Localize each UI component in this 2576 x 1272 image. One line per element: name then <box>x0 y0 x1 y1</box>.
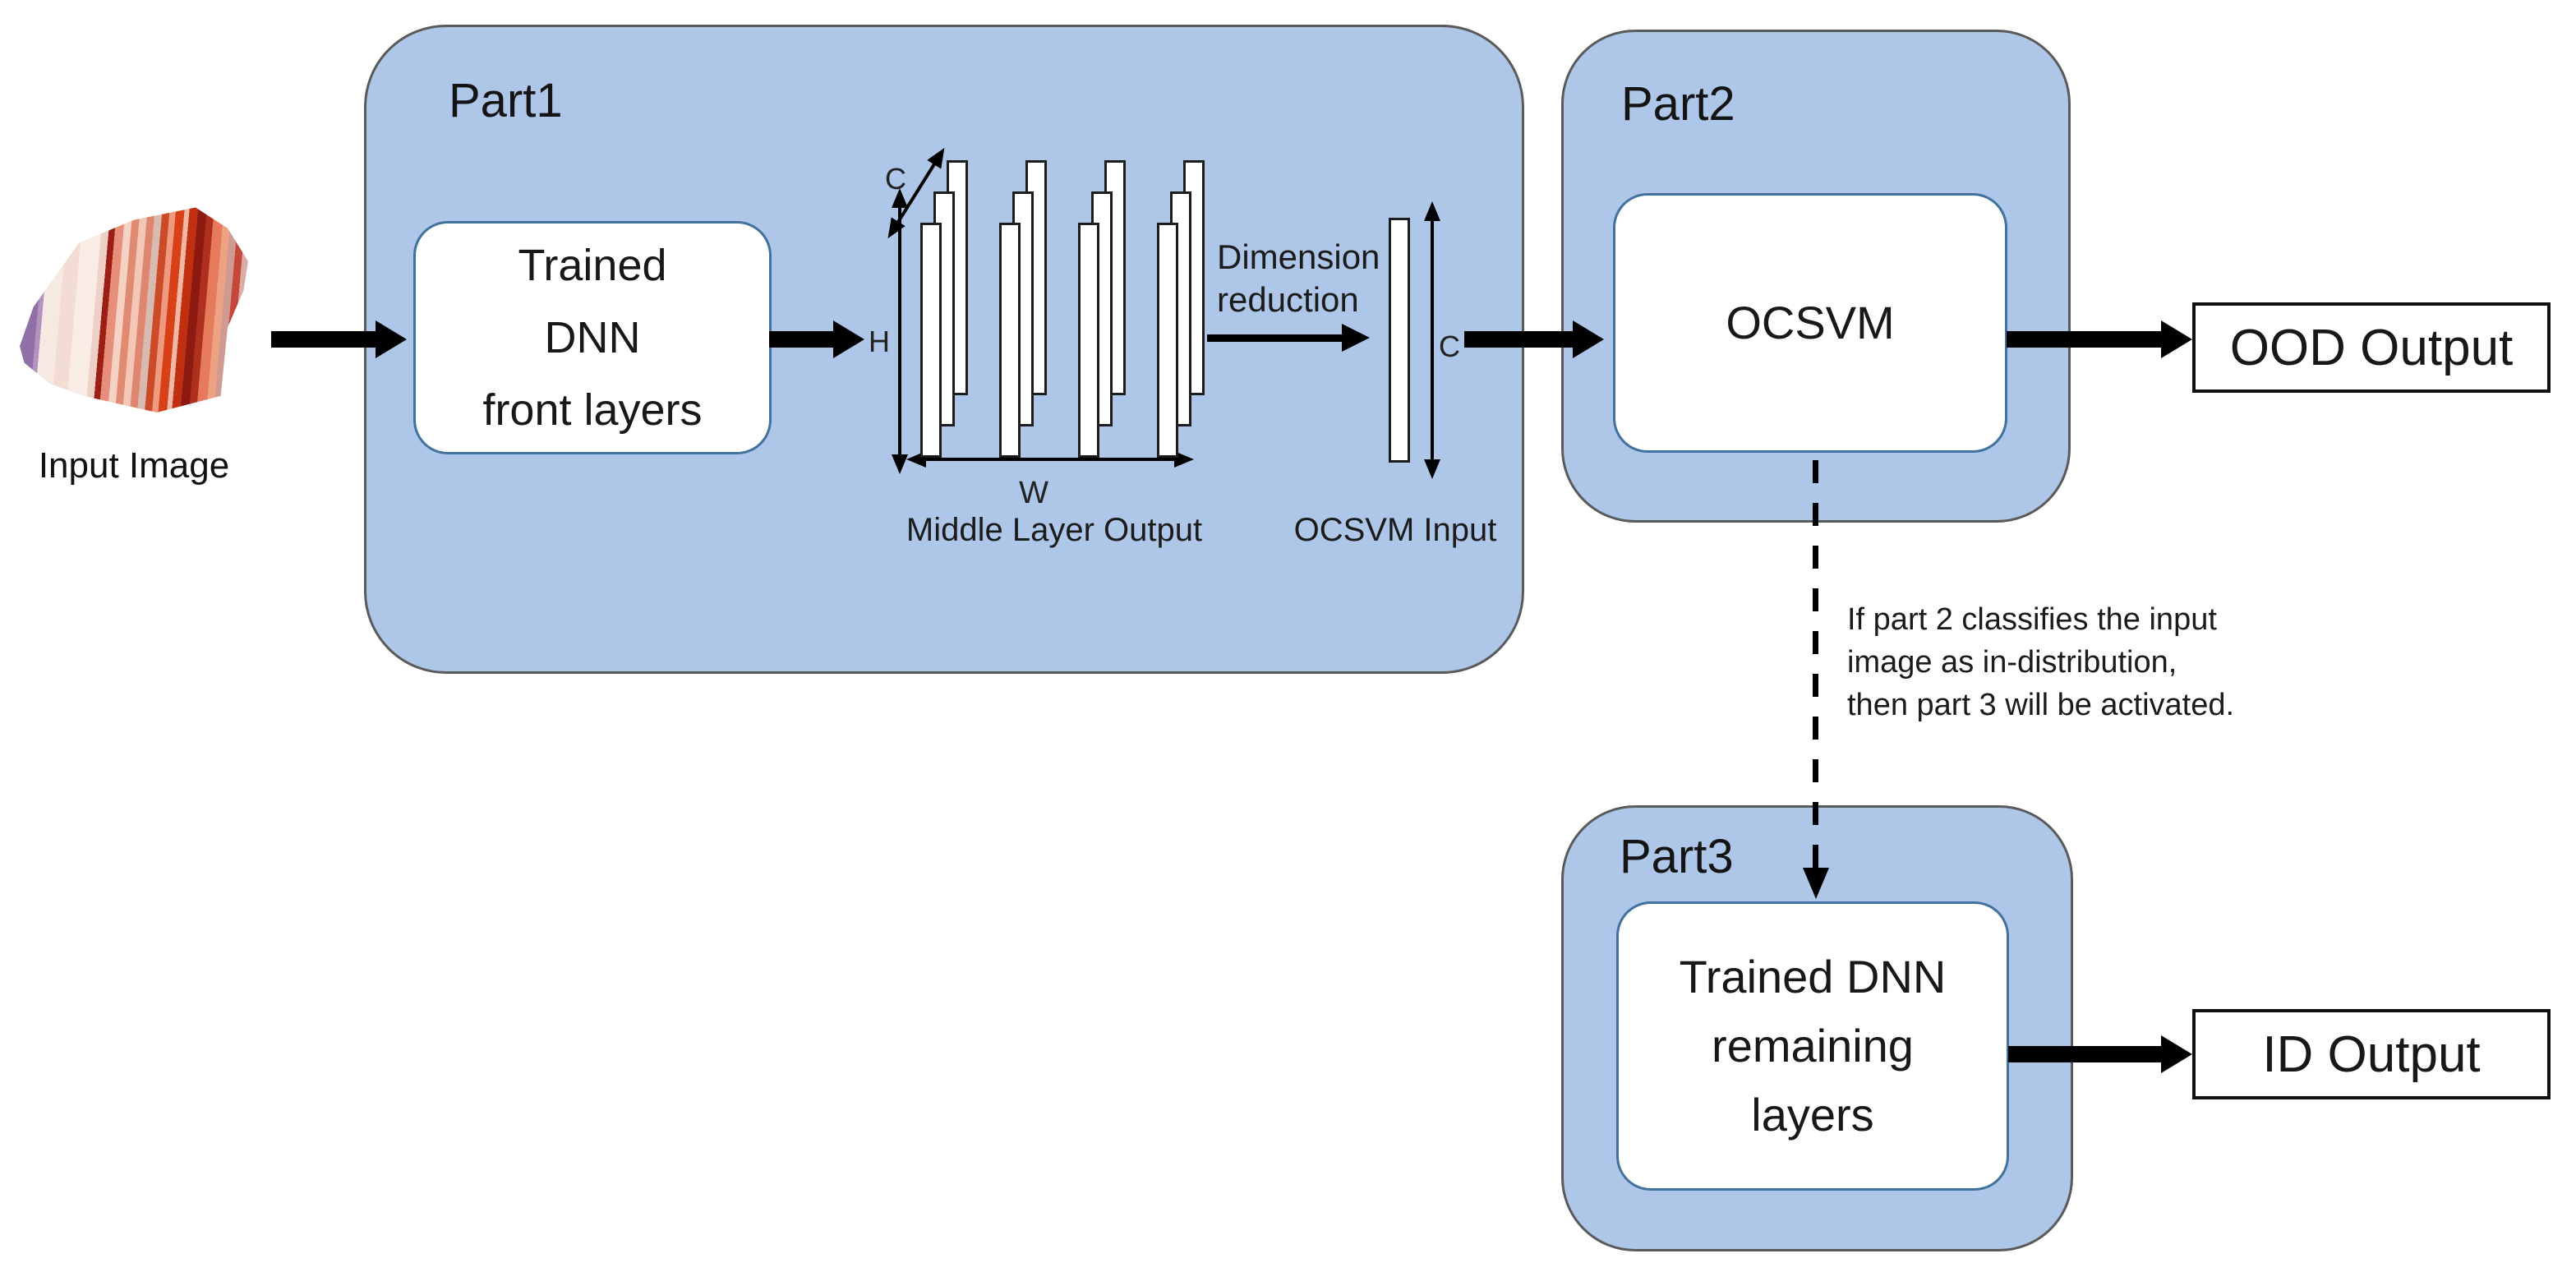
height-dim-label: H <box>869 325 890 358</box>
dnn-front-layers-box: Trained DNN front layers <box>413 221 772 454</box>
part2-container: Part2 OCSVM <box>1561 30 2071 523</box>
part3-title: Part3 <box>1620 830 1734 883</box>
height-dim-arrow-icon <box>892 188 908 474</box>
middle-layer-caption: Middle Layer Output <box>906 512 1203 548</box>
dimension-reduction-arrow-icon <box>1207 324 1370 352</box>
feature-map-bar <box>1078 223 1099 458</box>
arrow-part1-to-part2-icon <box>1464 320 1604 358</box>
feature-map-bar <box>999 223 1021 458</box>
input-rock-image <box>20 207 248 412</box>
arrow-frontlayers-to-featuremaps-icon <box>769 320 864 358</box>
feature-map-bar <box>920 223 942 458</box>
part1-container: Part1 Trained DNN front layers C H W Mid… <box>364 25 1524 674</box>
ocsvm-input-vector <box>1389 218 1410 463</box>
ocsvm-input-dim-arrow-icon <box>1424 201 1440 479</box>
middle-layer-stack <box>920 160 1208 458</box>
width-dim-label: W <box>1019 476 1048 510</box>
dimension-reduction-label: Dimension reduction <box>1217 237 1380 319</box>
ocsvm-box: OCSVM <box>1613 193 2007 453</box>
feature-map-bar <box>1157 223 1178 458</box>
width-dim-arrow-icon <box>906 451 1194 468</box>
part1-title: Part1 <box>449 74 563 127</box>
ocsvm-input-caption: OCSVM Input <box>1293 512 1497 548</box>
ocsvm-input-dim-label: C <box>1439 330 1460 363</box>
condition-note: If part 2 classifies the input image as … <box>1847 602 2235 722</box>
dnn-remaining-layers-box: Trained DNN remaining layers <box>1616 901 2009 1191</box>
dashed-condition-arrowhead-icon <box>1803 868 1829 899</box>
ood-output-box: OOD Output <box>2192 302 2551 393</box>
id-output-box: ID Output <box>2192 1009 2551 1099</box>
dashed-condition-arrow-icon <box>1813 460 1818 868</box>
input-image-caption: Input Image <box>38 445 230 486</box>
part2-title: Part2 <box>1621 77 1735 131</box>
arrow-remaining-to-id-icon <box>2008 1035 2192 1073</box>
arrow-ocsvm-to-ood-icon <box>2007 320 2192 358</box>
arrow-input-to-part1-icon <box>271 320 407 358</box>
